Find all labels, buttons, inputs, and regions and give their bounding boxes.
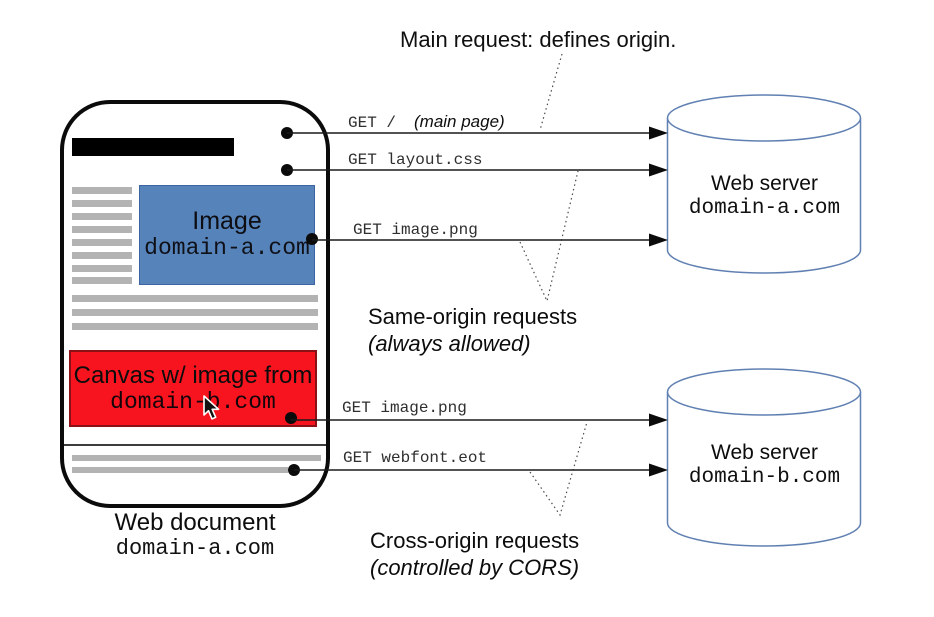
- canvas-box-domain: domain-b.com: [110, 388, 276, 415]
- text-placeholder-line: [72, 226, 132, 233]
- document-footer-divider: [64, 444, 326, 446]
- text-placeholder-line: [72, 277, 132, 284]
- text-placeholder-line: [72, 323, 318, 330]
- request-label-main-page: GET /: [348, 114, 397, 132]
- text-placeholder-line: [72, 187, 132, 194]
- server-b-title: Web server: [711, 441, 818, 464]
- text-placeholder-line: [72, 467, 288, 473]
- server-a-label: Web server domain-a.com: [668, 172, 861, 222]
- server-b-cylinder-body: [666, 392, 862, 547]
- same-origin-annotation: Same-origin requests (always allowed): [368, 303, 628, 357]
- text-placeholder-line: [72, 200, 132, 207]
- server-b-cylinder-top: [666, 368, 862, 416]
- same-origin-subtitle: (always allowed): [368, 331, 531, 356]
- web-document-caption: Web document domain-a.com: [58, 510, 332, 562]
- server-a-cylinder-body: [666, 118, 862, 274]
- text-placeholder-line: [72, 239, 132, 246]
- text-placeholder-line: [72, 295, 318, 302]
- server-a-domain: domain-a.com: [688, 197, 841, 220]
- image-box-domain: domain-a.com: [144, 235, 310, 261]
- request-label-image-png-a: GET image.png: [353, 221, 478, 239]
- image-box-title: Image: [192, 207, 262, 235]
- server-a-cylinder-top: [666, 94, 862, 142]
- web-document-caption-domain: domain-a.com: [115, 536, 275, 561]
- request-label-image-png-b: GET image.png: [342, 399, 467, 417]
- canvas-element-box: Canvas w/ image from domain-b.com: [69, 350, 317, 427]
- server-b-cylinder: [666, 368, 862, 547]
- main-request-title: Main request: defines origin.: [400, 27, 677, 52]
- canvas-box-title: Canvas w/ image from: [73, 361, 313, 389]
- text-placeholder-line: [72, 252, 132, 259]
- cross-origin-title: Cross-origin requests: [370, 528, 580, 553]
- server-b-domain: domain-b.com: [688, 466, 841, 489]
- document-title-bar: [72, 138, 234, 156]
- server-a-title: Web server: [711, 172, 818, 195]
- image-element-box: Image domain-a.com: [139, 185, 315, 285]
- request-annotation-main-page: (main page): [414, 112, 505, 131]
- text-placeholder-line: [72, 455, 321, 461]
- text-placeholder-line: [72, 213, 132, 220]
- text-placeholder-line: [72, 309, 318, 316]
- text-placeholder-line: [72, 265, 132, 272]
- request-label-webfont-eot: GET webfont.eot: [343, 449, 488, 467]
- cross-origin-subtitle: (controlled by CORS): [370, 555, 580, 580]
- web-document-frame: [60, 100, 330, 508]
- server-a-cylinder: [666, 94, 862, 274]
- cross-origin-annotation: Cross-origin requests (controlled by COR…: [370, 527, 650, 581]
- web-document-caption-title: Web document: [114, 509, 276, 536]
- request-label-layout-css: GET layout.css: [348, 151, 483, 169]
- same-origin-title: Same-origin requests: [368, 304, 578, 329]
- server-b-label: Web server domain-b.com: [668, 441, 861, 491]
